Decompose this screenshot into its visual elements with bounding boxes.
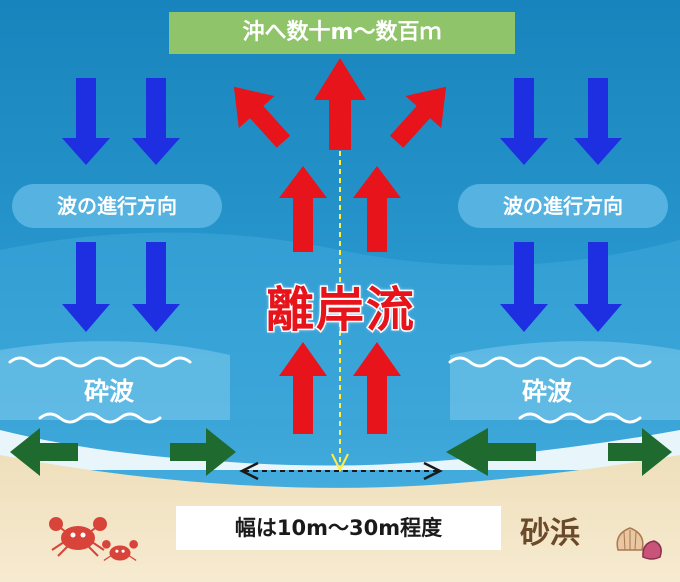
down-arrow-icon	[500, 78, 548, 165]
down-arrow-icon	[62, 78, 110, 165]
seashell-ridges	[623, 530, 637, 551]
current-width-label: 幅は10m～30m程度	[176, 506, 501, 550]
crab-arm	[89, 525, 99, 533]
crab-leg	[91, 541, 105, 551]
down-arrow-icon	[500, 242, 548, 332]
wave-crest	[8, 356, 192, 368]
longshore-arrows	[10, 428, 672, 476]
down-arrow-icon	[132, 242, 180, 332]
rip-current-arrows	[233, 58, 447, 434]
side-arrow-icon	[10, 428, 78, 476]
crab-arm	[57, 525, 67, 533]
wave-crest	[518, 412, 642, 424]
crab-icon	[102, 539, 138, 561]
crab-claw	[129, 539, 138, 549]
crab-leg	[103, 554, 112, 561]
seashell-icon	[616, 527, 644, 551]
crab-body	[61, 526, 95, 550]
breaker-label-right: 砕波	[522, 377, 573, 406]
crab-eye	[121, 549, 125, 553]
wave-direction-label-left: 波の進行方向	[12, 184, 222, 228]
up-arrow-icon	[314, 58, 366, 150]
conch-icon	[642, 540, 662, 560]
side-arrow-icon	[170, 428, 236, 476]
down-arrow-icon	[132, 78, 180, 165]
wave-direction-arrows	[62, 78, 622, 332]
up-arrow-icon	[279, 166, 327, 252]
breaker-label-left: 砕波	[84, 377, 135, 406]
wave-direction-label-right: 波の進行方向	[458, 184, 668, 228]
wave-crest	[448, 356, 652, 368]
down-arrow-icon	[574, 242, 622, 332]
wave-crests	[8, 356, 652, 424]
crab-eye	[115, 549, 119, 553]
crab-icon	[49, 517, 107, 557]
side-arrow-icon	[446, 428, 536, 476]
crab-claw	[102, 539, 111, 549]
crab-leg	[51, 541, 65, 551]
distance-guide-bottom-head	[331, 453, 349, 473]
up-arrow-icon	[389, 86, 447, 148]
width-guide-left-head	[239, 461, 259, 481]
crab-leg	[57, 545, 69, 557]
down-arrow-icon	[62, 242, 110, 332]
crab-leg	[128, 554, 137, 561]
crab-leg	[87, 545, 99, 557]
conch-shape	[642, 540, 662, 560]
crab-eye	[80, 532, 86, 538]
up-arrow-icon	[353, 342, 401, 434]
sandy-beach-label: 砂浜	[520, 516, 580, 551]
crab-eye	[70, 532, 76, 538]
down-arrow-icon	[574, 78, 622, 165]
up-arrow-icon	[353, 166, 401, 252]
offshore-distance-label: 沖へ数十m～数百ｍ	[169, 12, 515, 54]
side-arrow-icon	[608, 428, 672, 476]
up-arrow-icon	[279, 342, 327, 434]
width-guide-right-head	[423, 461, 443, 481]
up-arrow-icon	[233, 86, 291, 148]
crab-body	[109, 545, 131, 561]
rip-current-title: 離岸流	[264, 281, 416, 340]
wave-crest	[38, 412, 162, 424]
